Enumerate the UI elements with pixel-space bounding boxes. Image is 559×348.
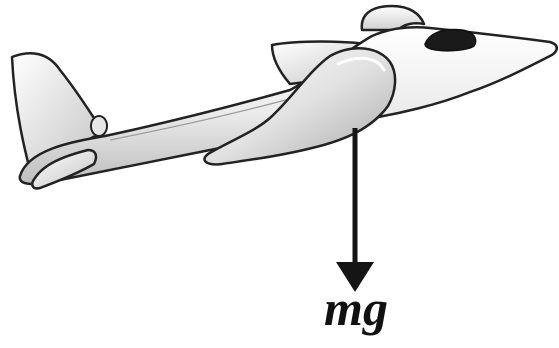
- weight-force-label: mg: [306, 280, 406, 336]
- tail-knob: [91, 116, 107, 136]
